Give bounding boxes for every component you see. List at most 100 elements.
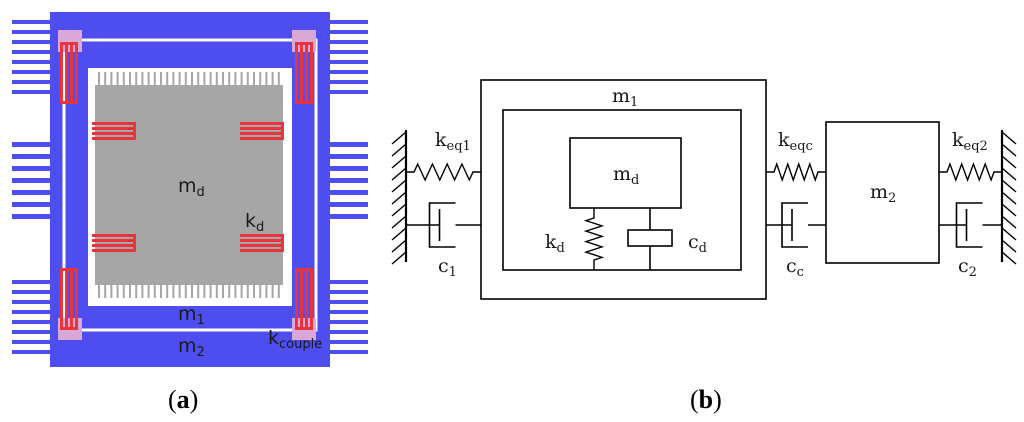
mass-tooth bbox=[172, 284, 175, 298]
mass-tooth bbox=[110, 284, 113, 298]
spring-beam bbox=[92, 239, 136, 242]
spring-beam bbox=[65, 42, 68, 104]
spring-beam bbox=[92, 127, 136, 130]
hatch-line bbox=[391, 251, 407, 265]
mass-tooth bbox=[197, 72, 200, 86]
spring-beam bbox=[300, 42, 303, 104]
comb-finger bbox=[328, 330, 368, 334]
hatch-line bbox=[391, 203, 407, 217]
spring-keq2 bbox=[939, 161, 1002, 183]
mass-tooth bbox=[253, 284, 255, 298]
comb-finger bbox=[328, 20, 368, 24]
spring-beam bbox=[240, 122, 284, 125]
panel-b-labels: m1 md m2 keq1 keqc keq2 kd cd c1 cc c2 bbox=[435, 85, 988, 280]
comb-finger bbox=[328, 202, 368, 207]
panel-a-mems-layout: md kd m1 m2 kcouple bbox=[10, 12, 380, 372]
hatch-line bbox=[1001, 239, 1017, 253]
mass-tooth bbox=[259, 284, 262, 298]
comb-finger bbox=[12, 190, 52, 195]
comb-finger bbox=[12, 330, 52, 334]
damper-cylinder bbox=[428, 202, 456, 248]
caption-a: (a) bbox=[168, 385, 198, 414]
mass-tooth bbox=[104, 284, 107, 298]
comb-finger bbox=[12, 320, 52, 324]
mass-tooth bbox=[203, 72, 206, 86]
comb-finger bbox=[12, 202, 52, 207]
comb-finger bbox=[12, 142, 52, 147]
label-keq1: keq1 bbox=[435, 129, 471, 154]
label-c2: c2 bbox=[958, 255, 977, 280]
comb-finger bbox=[12, 70, 52, 74]
left-wall-hatching bbox=[391, 131, 407, 265]
hatch-line bbox=[391, 143, 407, 157]
spring-beam bbox=[65, 268, 68, 330]
mass-tooth bbox=[110, 72, 113, 86]
hatch-line bbox=[391, 227, 407, 241]
mass-tooth bbox=[178, 72, 181, 86]
hatch-line bbox=[391, 191, 407, 205]
comb-finger bbox=[12, 30, 52, 34]
spring-bar bbox=[295, 42, 313, 45]
comb-finger bbox=[12, 90, 52, 94]
spring-beam bbox=[75, 42, 78, 104]
mass-tooth bbox=[228, 284, 231, 298]
spring-beam bbox=[60, 42, 63, 104]
comb-finger bbox=[328, 178, 368, 183]
mass-tooth bbox=[191, 284, 193, 298]
hatch-line bbox=[1001, 191, 1017, 205]
mass-tooth bbox=[246, 284, 249, 298]
hatch-line bbox=[391, 179, 407, 193]
inner-frame-box bbox=[502, 109, 742, 271]
comb-finger bbox=[328, 290, 368, 294]
comb-finger bbox=[328, 60, 368, 64]
comb-finger bbox=[328, 154, 368, 159]
hatch-line bbox=[1001, 131, 1017, 145]
comb-finger bbox=[12, 50, 52, 54]
label-kcouple: kcouple bbox=[268, 327, 322, 352]
comb-finger bbox=[328, 80, 368, 84]
spring-bar bbox=[281, 122, 284, 140]
mass-tooth bbox=[240, 72, 243, 86]
mass-tooth bbox=[153, 284, 156, 298]
mass-tooth bbox=[234, 72, 237, 86]
spring-beam bbox=[240, 249, 284, 252]
damper-body bbox=[627, 229, 673, 247]
comb-finger bbox=[12, 80, 52, 84]
damper-cylinder bbox=[955, 202, 983, 248]
comb-finger bbox=[328, 310, 368, 314]
mass-tooth bbox=[222, 284, 224, 298]
comb-finger bbox=[328, 142, 368, 147]
label-cc: cc bbox=[786, 255, 804, 280]
hatch-line bbox=[391, 215, 407, 229]
spring-beam bbox=[240, 234, 284, 237]
springs-and-dampers bbox=[406, 161, 1002, 270]
serpentine-spring bbox=[92, 122, 136, 140]
spring-beam bbox=[92, 132, 136, 135]
spring-beam bbox=[240, 137, 284, 140]
damper-cc bbox=[766, 202, 826, 248]
spring-bar bbox=[133, 122, 136, 140]
label-keq2: keq2 bbox=[952, 129, 988, 154]
mass-tooth bbox=[265, 284, 268, 298]
damper-cylinder bbox=[781, 202, 808, 248]
mass-tooth bbox=[246, 72, 249, 86]
outer-frame-ring bbox=[62, 38, 318, 332]
comb-finger bbox=[12, 290, 52, 294]
hatch-line bbox=[1001, 155, 1017, 169]
serpentine-spring bbox=[240, 234, 284, 252]
caption-b: (b) bbox=[690, 385, 722, 414]
mass-tooth bbox=[147, 284, 150, 298]
label-md: md bbox=[178, 175, 205, 200]
comb-finger bbox=[12, 340, 52, 344]
mass-tooth bbox=[178, 284, 181, 298]
mass-tooth bbox=[271, 72, 274, 86]
comb-finger bbox=[328, 190, 368, 195]
mass-tooth bbox=[265, 72, 268, 86]
mass-tooth bbox=[228, 72, 231, 86]
comb-finger bbox=[328, 340, 368, 344]
label-m2: m2 bbox=[178, 335, 205, 360]
comb-finger bbox=[328, 70, 368, 74]
hatch-line bbox=[1001, 227, 1017, 241]
label-keqc: keqc bbox=[778, 129, 813, 154]
mass-tooth bbox=[253, 72, 255, 86]
